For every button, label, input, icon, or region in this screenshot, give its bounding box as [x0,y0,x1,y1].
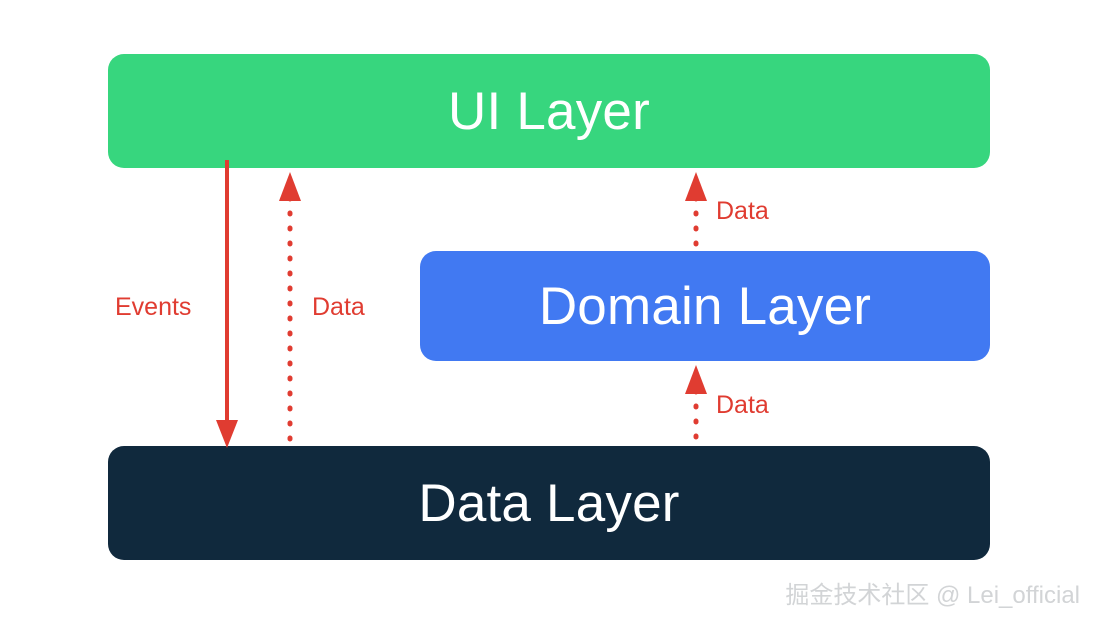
domain-to-ui-connector-arrow [676,168,716,256]
domain-layer-label: Domain Layer [538,276,872,336]
data-to-domain-connector-label: Data [716,391,769,419]
data-layer-label: Data Layer [418,473,680,533]
data-to-domain-connector-arrow [676,361,716,450]
domain-to-ui-connector-label: Data [716,197,769,225]
events-connector-label: Events [115,293,192,321]
ui-layer-box: UI Layer [108,54,990,168]
domain-layer-box: Domain Layer [420,251,990,361]
data-to-ui-connector-label: Data [312,293,365,321]
events-connector-arrow [207,160,247,455]
watermark-text: 掘金技术社区 @ Lei_official [785,582,1080,609]
ui-layer-label: UI Layer [448,81,650,141]
data-to-ui-connector-arrow [270,168,310,453]
data-layer-box: Data Layer [108,446,990,560]
